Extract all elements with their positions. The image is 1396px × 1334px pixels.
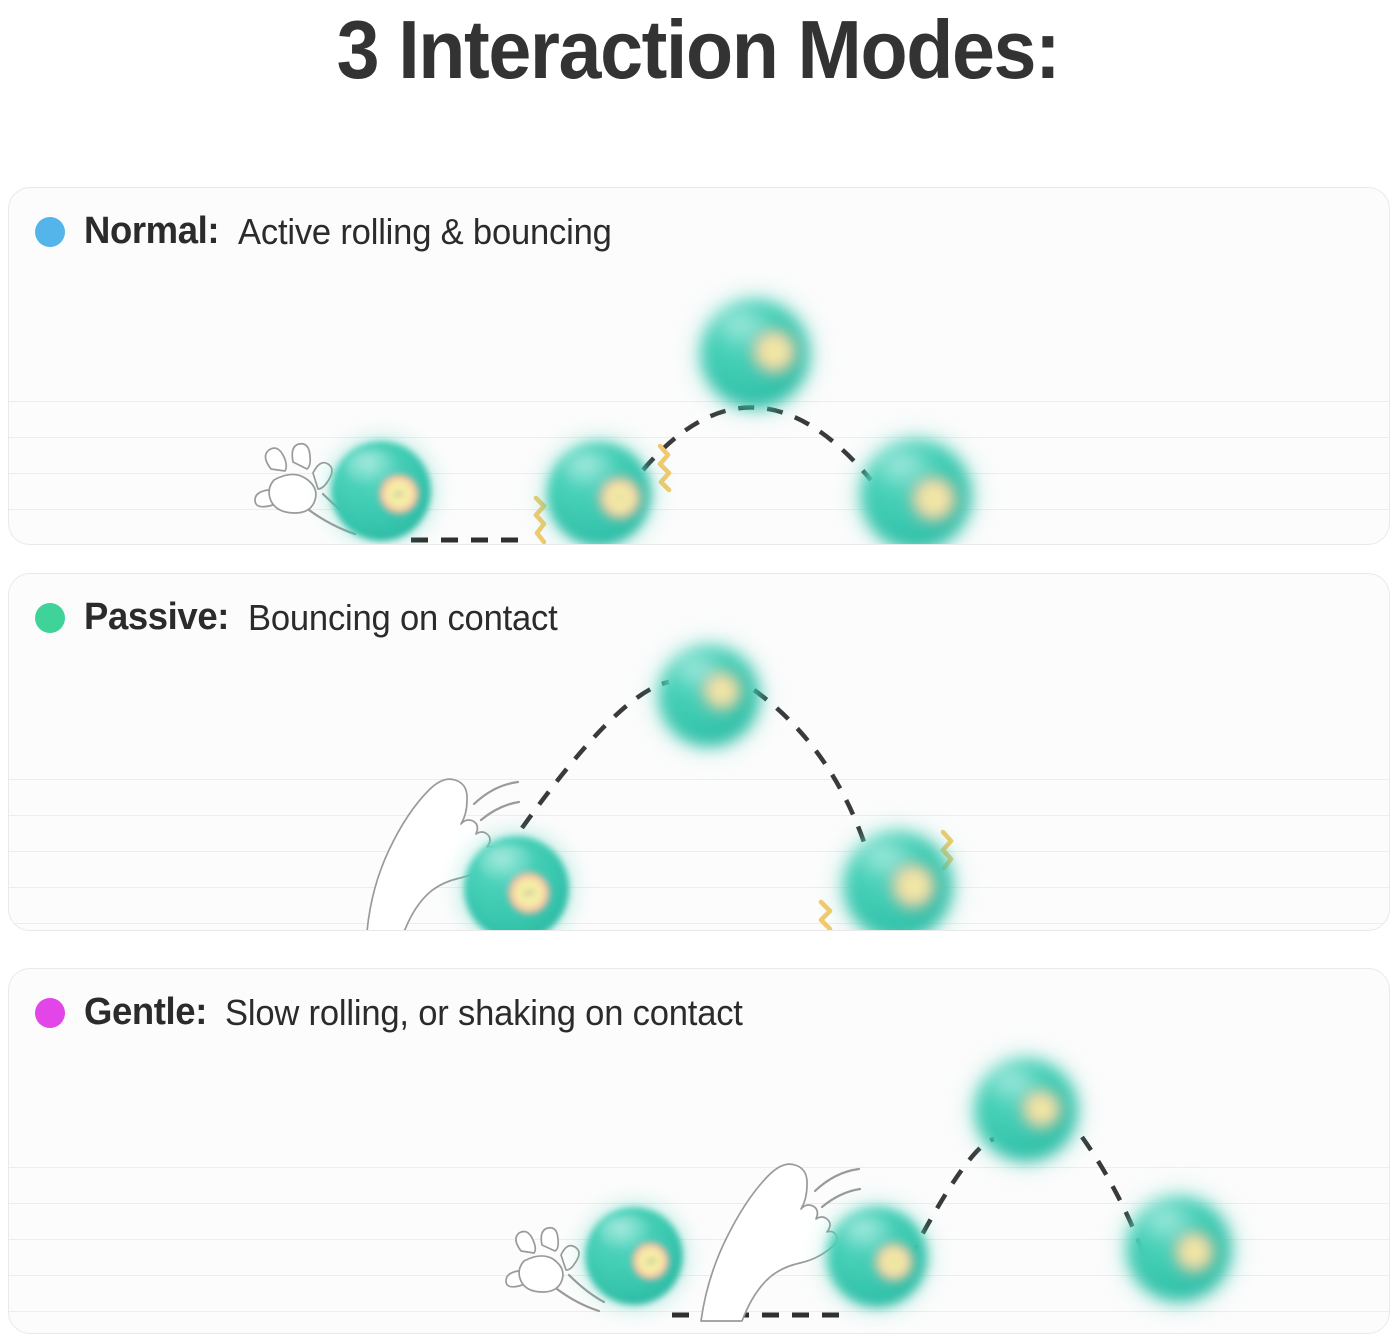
toy-ball [685,284,825,424]
toy-ball [845,424,987,544]
toy-ball [828,816,968,930]
mode-card-passive: Passive: Bouncing on contact [8,573,1390,931]
impact-squiggle-passive [818,829,954,930]
toy-ball [813,1193,941,1321]
impact-squiggle-normal [533,443,672,544]
toy-ball [1112,1182,1246,1316]
paw-print-icon-normal [254,442,363,536]
toy-ball [645,632,773,760]
mode-description-normal: Active rolling & bouncing [237,210,612,252]
toy-ball [960,1044,1092,1176]
scene-passive [9,574,1389,930]
mode-label-gentle: Gentle: [84,991,207,1033]
page-title: 3 Interaction Modes: [336,3,1061,96]
mode-dot-icon-passive [35,602,65,633]
mode-description-passive: Bouncing on contact [248,596,558,638]
mode-description-gentle: Slow rolling, or shaking on contact [225,991,743,1033]
mode-label-normal: Normal: [84,210,220,252]
ball-core-led [911,477,956,522]
toy-ball [571,1193,697,1319]
toy-ball [317,427,445,544]
ball-core-led [599,477,641,519]
mode-header-passive: Passive: Bouncing on contact [35,596,570,639]
mode-card-gentle: Gentle: Slow rolling, or shaking on cont… [8,968,1390,1334]
trajectory-passive [520,679,867,843]
toy-ball [532,427,666,544]
ball-core-led [891,864,935,908]
ball-core-led [508,871,551,914]
trajectory-normal [411,405,873,543]
ball-core-led [752,330,797,374]
paw-print-icon-gentle [505,1226,606,1313]
ball-core-led [1174,1232,1215,1272]
scene-normal [9,188,1389,544]
mode-dot-icon-normal [35,216,65,247]
ball-core-led [875,1243,913,1281]
mode-card-normal: Normal: Active rolling & bouncing [8,187,1390,545]
mode-header-normal: Normal: Active rolling & bouncing [35,210,627,253]
ball-core-led [1021,1089,1061,1129]
mode-dot-icon-gentle [35,997,65,1028]
scene-gentle [9,969,1389,1333]
mode-header-gentle: Gentle: Slow rolling, or shaking on cont… [35,991,764,1034]
ball-core-led [703,672,741,710]
toy-ball [449,821,584,930]
ball-core-led [632,1242,670,1280]
ball-core-led [379,474,419,514]
mode-label-passive: Passive: [84,596,229,638]
